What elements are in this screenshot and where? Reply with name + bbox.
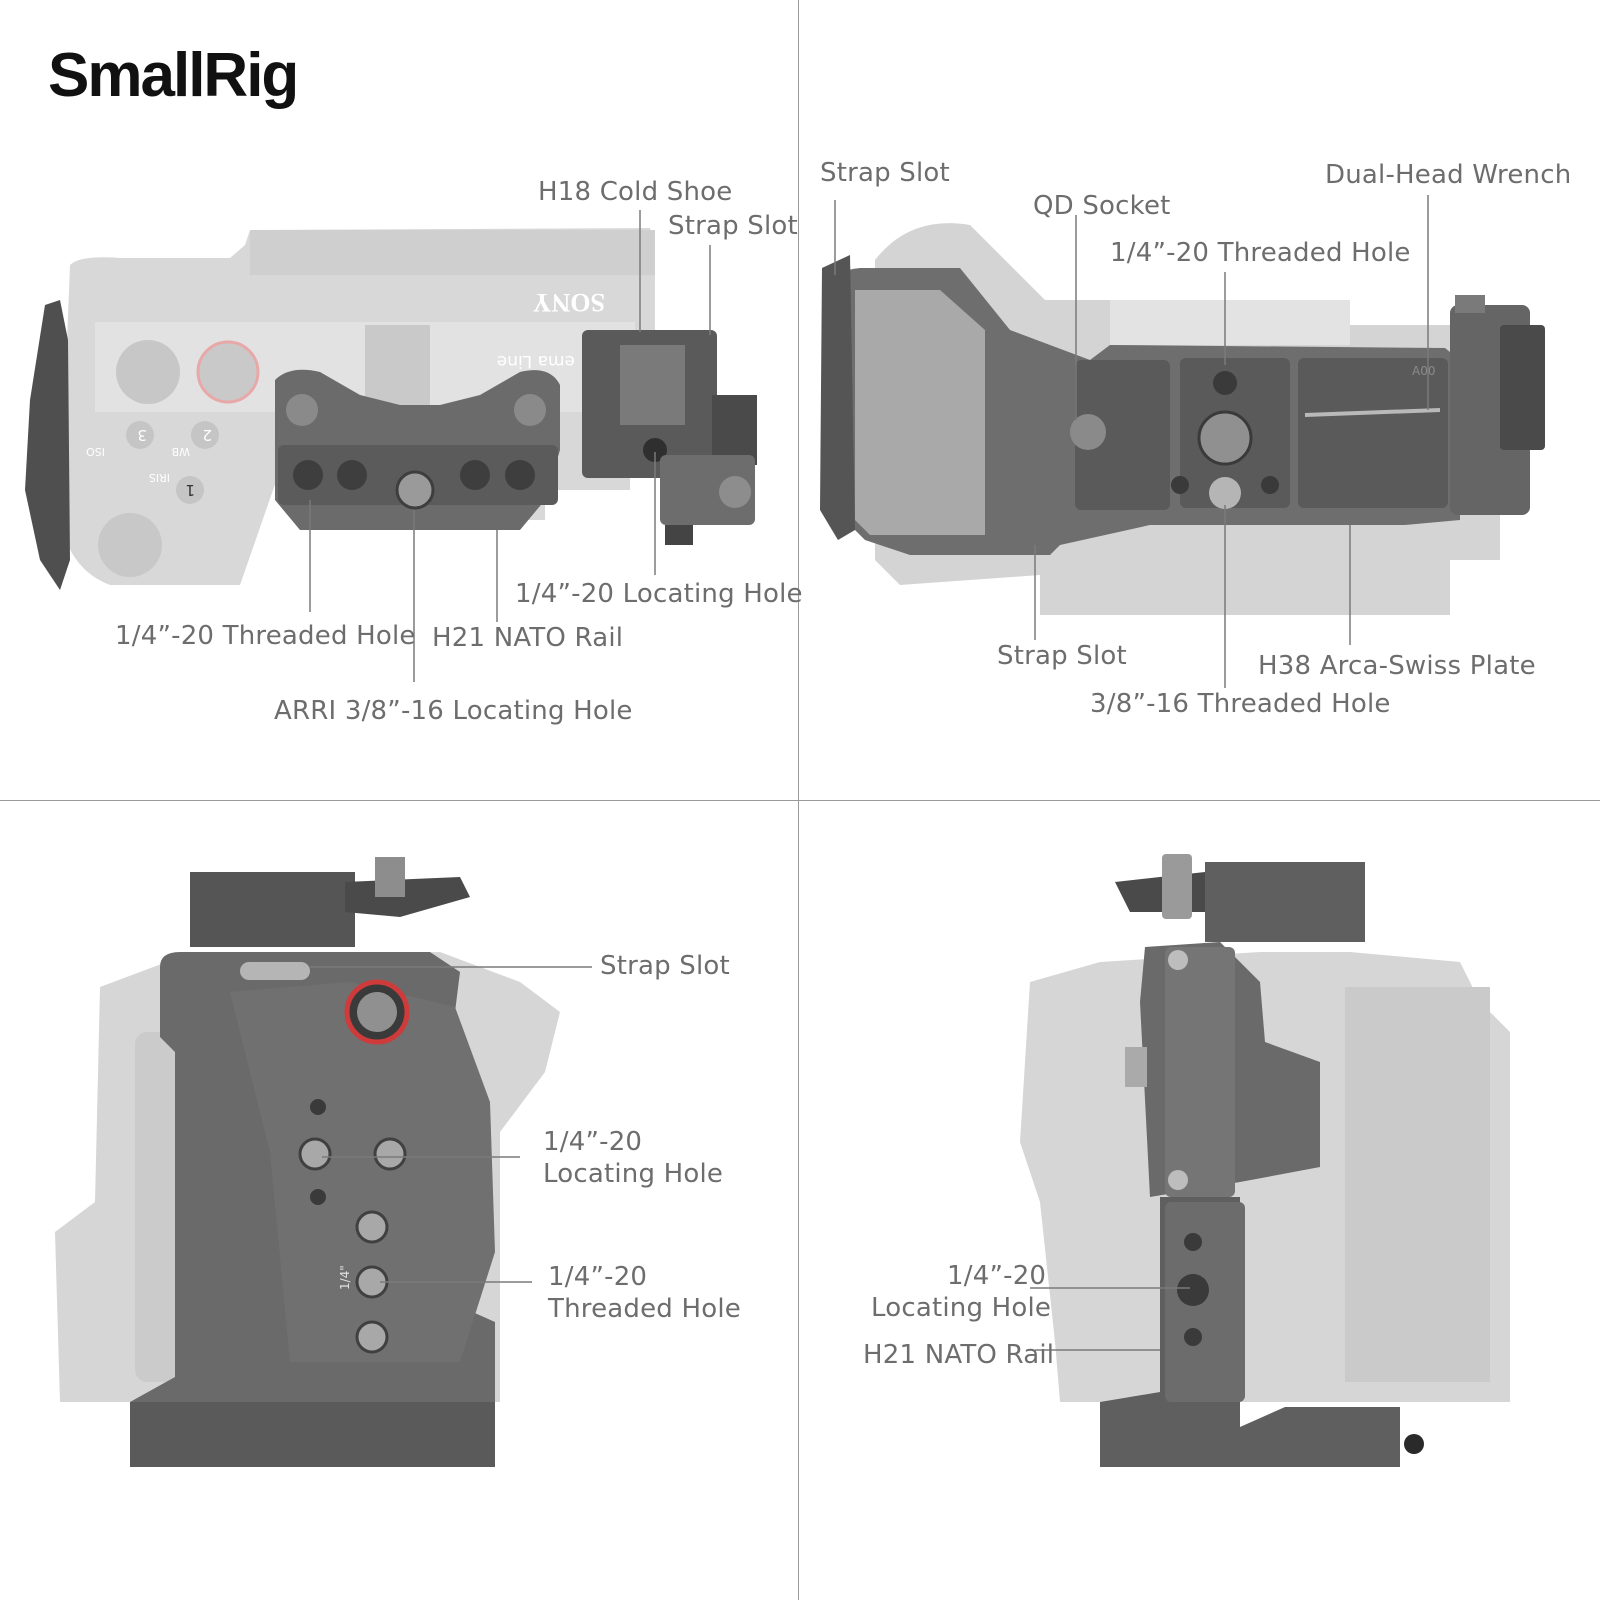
panel-bottom-view: A00 Strap Slot QD Socket Dual-Head Wrenc… xyxy=(800,0,1598,798)
callout-lines xyxy=(309,210,711,682)
svg-text:3: 3 xyxy=(137,426,147,444)
panel-side-view-right: 1/4”-20 Locating Hole H21 NATO Rail xyxy=(800,802,1598,1600)
svg-text:WB: WB xyxy=(172,445,190,458)
base-plate xyxy=(130,1402,495,1467)
label-threaded-hole-38: 3/8”-16 Threaded Hole xyxy=(1090,689,1391,719)
control-dial xyxy=(98,513,162,577)
label-nato-rail: H21 NATO Rail xyxy=(432,623,624,653)
mic-grill xyxy=(116,340,180,404)
horizontal-divider xyxy=(0,800,1600,801)
callout-lines xyxy=(1030,1287,1190,1351)
bottom-view-illustration: A00 xyxy=(820,195,1545,688)
svg-text:ema Line: ema Line xyxy=(497,351,575,371)
camera-top-plate xyxy=(250,230,655,275)
callout-lines xyxy=(834,195,1429,688)
label-locating-hole-line1: 1/4”-20 xyxy=(543,1127,643,1157)
label-h18-cold-shoe: H18 Cold Shoe xyxy=(538,177,733,207)
label-dual-head-wrench: Dual-Head Wrench xyxy=(1325,160,1572,190)
label-threaded-hole: 1/4”-20 Threaded Hole xyxy=(115,621,416,651)
svg-text:1: 1 xyxy=(185,481,195,499)
label-locating-hole-line2: Locating Hole xyxy=(871,1293,1052,1323)
left-side-illustration: 1/4" xyxy=(55,857,592,1467)
smallrig-logo: SmallRig xyxy=(48,41,299,110)
right-side-illustration xyxy=(1020,854,1510,1467)
label-locating-hole-line2: Locating Hole xyxy=(543,1159,724,1189)
label-locating-hole-line1: 1/4”-20 xyxy=(947,1261,1047,1291)
label-nato-rail: H21 NATO Rail xyxy=(863,1340,1055,1370)
thumb-screw xyxy=(1162,854,1192,919)
label-strap-slot: Strap Slot xyxy=(668,211,798,241)
battery-window xyxy=(855,290,985,535)
svg-text:ISO: ISO xyxy=(86,445,105,458)
hotshoe-area xyxy=(365,325,430,410)
label-strap-slot-bottom: Strap Slot xyxy=(997,641,1127,671)
label-arri-hole: ARRI 3/8”-16 Locating Hole xyxy=(274,696,633,726)
side-handle xyxy=(820,255,855,540)
label-arca-plate: H38 Arca-Swiss Plate xyxy=(1258,651,1536,681)
svg-text:SONY: SONY xyxy=(533,288,605,317)
callout-lines xyxy=(310,966,592,1283)
side-handle xyxy=(25,300,70,590)
svg-text:IRIS: IRIS xyxy=(149,471,170,484)
wrench xyxy=(1304,408,1441,417)
label-threaded-hole-line2: Threaded Hole xyxy=(548,1294,741,1324)
label-threaded-hole: 1/4”-20 Threaded Hole xyxy=(1110,238,1411,268)
label-qd-socket: QD Socket xyxy=(1033,191,1171,221)
cold-shoe xyxy=(1205,862,1365,942)
top-handle-rail xyxy=(190,872,355,947)
record-button xyxy=(196,340,260,404)
strap-slot xyxy=(240,962,310,980)
arca-plate xyxy=(1298,358,1448,508)
top-view-illustration: SONY ema Line ISO WB IRIS 1 2 3 xyxy=(25,210,757,682)
label-strap-slot-top: Strap Slot xyxy=(820,158,950,188)
svg-text:1/4": 1/4" xyxy=(338,1265,352,1290)
label-locating-hole: 1/4”-20 Locating Hole xyxy=(515,579,803,609)
label-threaded-hole-line1: 1/4”-20 xyxy=(548,1262,648,1292)
label-strap-slot: Strap Slot xyxy=(600,951,730,981)
svg-text:A00: A00 xyxy=(1412,364,1435,378)
panel-side-view-left: 1/4" Strap Slot 1/4”-20 Locating Hole 1/… xyxy=(0,802,798,1600)
svg-text:2: 2 xyxy=(202,426,212,444)
panel-top-view: SONY ema Line ISO WB IRIS 1 2 3 xyxy=(0,0,803,798)
